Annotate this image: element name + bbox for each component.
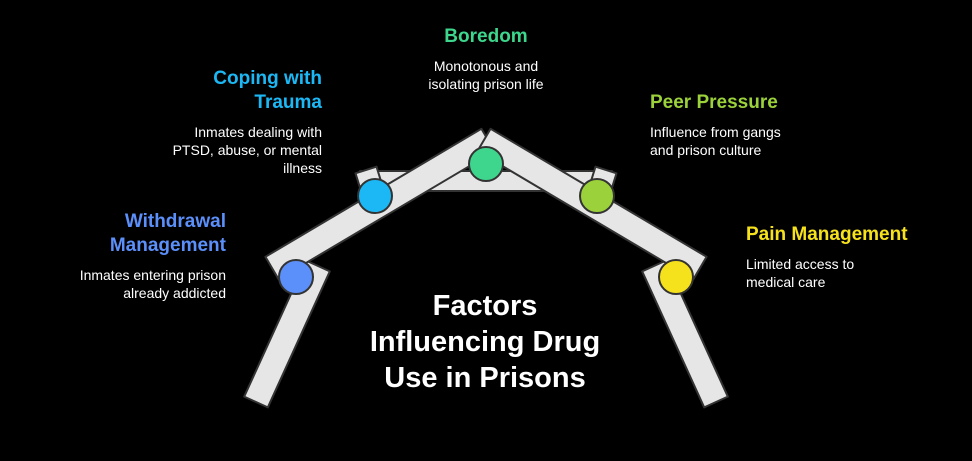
pain-title-line-1: Pain Management (746, 224, 908, 245)
peer-title-line-1: Peer Pressure (650, 92, 778, 113)
pain-desc-line-1: Limited access to (746, 256, 855, 272)
pain-desc-line-2: medical care (746, 274, 826, 290)
coping-title: Coping with Trauma (132, 67, 322, 115)
withdrawal-title-line-1: Withdrawal (124, 211, 226, 232)
node-peer (579, 178, 615, 214)
boredom-description: Monotonous and isolating prison life (386, 57, 586, 93)
coping-desc-line-2: PTSD, abuse, or mental (172, 142, 322, 158)
label-withdrawal: Withdrawal Management Inmates entering p… (40, 210, 226, 302)
node-boredom (468, 146, 504, 182)
peer-desc-line-2: and prison culture (650, 142, 762, 158)
label-coping: Coping with Trauma Inmates dealing with … (132, 67, 322, 177)
withdrawal-description: Inmates entering prison already addicted (40, 266, 226, 302)
label-pain: Pain Management Limited access to medica… (746, 223, 946, 291)
node-markers (278, 146, 694, 295)
boredom-desc-line-1: Monotonous and (433, 58, 539, 74)
withdrawal-title: Withdrawal Management (40, 210, 226, 258)
label-boredom: Boredom Monotonous and isolating prison … (386, 25, 586, 93)
withdrawal-desc-line-1: Inmates entering prison (79, 267, 226, 283)
boredom-title: Boredom (386, 25, 586, 49)
withdrawal-desc-line-2: already addicted (123, 285, 226, 301)
boredom-desc-line-2: isolating prison life (428, 76, 544, 92)
peer-title: Peer Pressure (650, 91, 850, 115)
coping-desc-line-1: Inmates dealing with (194, 124, 322, 140)
coping-desc-line-3: illness (283, 160, 322, 176)
diagram-title-line-1: Factors (432, 290, 538, 322)
peer-description: Influence from gangs and prison culture (650, 123, 850, 159)
withdrawal-title-line-2: Management (109, 235, 226, 256)
diagram-title-line-2: Influencing Drug (369, 326, 601, 358)
boredom-title-line-1: Boredom (444, 26, 528, 47)
node-coping (357, 178, 393, 214)
coping-description: Inmates dealing with PTSD, abuse, or men… (132, 123, 322, 177)
label-peer: Peer Pressure Influence from gangs and p… (650, 91, 850, 159)
pain-title: Pain Management (746, 223, 946, 247)
pain-description: Limited access to medical care (746, 255, 946, 291)
node-pain (658, 259, 694, 295)
coping-title-line-1: Coping with (213, 68, 322, 89)
beam-right-leg (641, 259, 729, 409)
peer-desc-line-1: Influence from gangs (650, 124, 781, 140)
node-withdrawal (278, 259, 314, 295)
coping-title-line-2: Trauma (254, 92, 322, 113)
diagram-title-line-3: Use in Prisons (384, 362, 586, 394)
diagram-title: Factors Influencing Drug Use in Prisons (340, 288, 630, 396)
